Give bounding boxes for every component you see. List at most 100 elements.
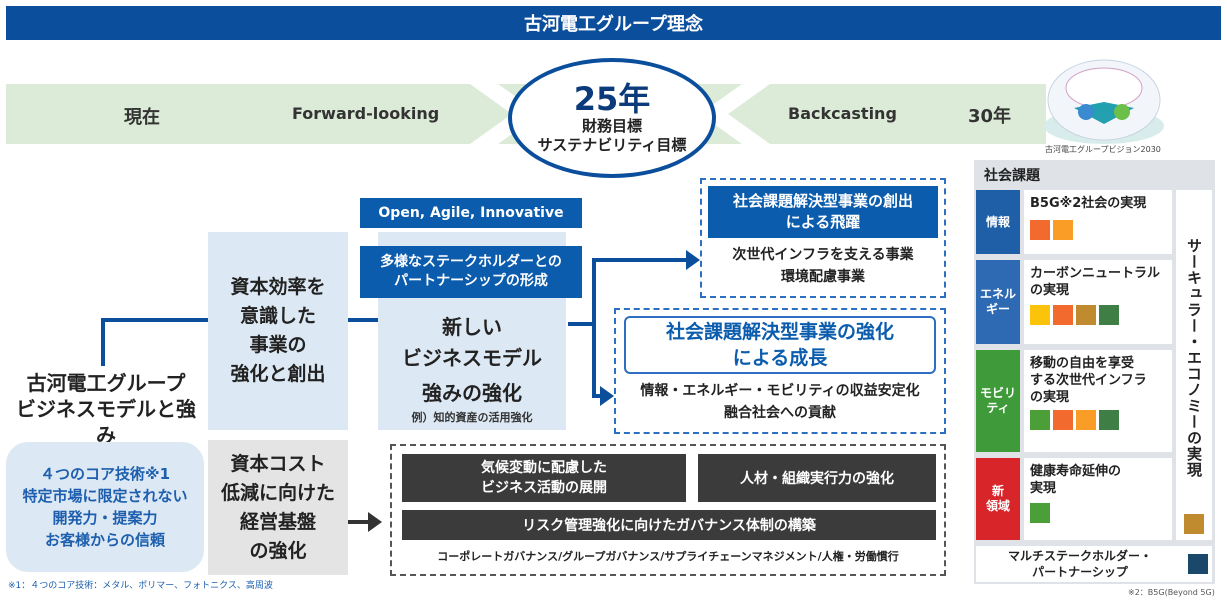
issue-carbon-text2: の実現 <box>1030 283 1070 298</box>
footnote-2: ※2：B5G(Beyond 5G) <box>1128 588 1215 597</box>
capital-cost-box: 資本コスト 低減に向けた 経営基盤 の強化 <box>208 440 348 575</box>
strength-customer-trust: お客様からの信頼 <box>44 531 165 549</box>
sdg-12-icon <box>1184 514 1204 534</box>
outcome-growth-heading: 社会課題解決型事業の強化 による成長 <box>624 316 936 374</box>
outcome1-item2: 環境配慮事業 <box>781 269 865 285</box>
vision-dot-1 <box>1078 104 1094 120</box>
strength-enhancement-label: 強みの強化 <box>422 381 522 405</box>
ip-utilization-example: 例）知的資産の活用強化 <box>411 411 533 424</box>
category-new-label1: 新 <box>991 484 1004 498</box>
outcome2-head-line2: による成長 <box>732 347 828 369</box>
col2-top-line1: 資本効率を <box>230 276 326 298</box>
category-new-domain: 新 領域 <box>976 458 1020 540</box>
col2-top-line2: 意識した <box>239 305 316 327</box>
sdg-7-icon <box>1030 305 1050 325</box>
capital-efficiency-box: 資本効率を 意識した 事業の 強化と創出 <box>208 232 348 430</box>
col2-bottom-line1: 資本コスト <box>230 452 326 475</box>
category-mobility-label1: モビリ <box>979 386 1016 400</box>
sdg-17-icon <box>1188 554 1208 574</box>
category-info: 情報 <box>976 190 1020 254</box>
multi-stakeholder-line1: マルチステークホルダー・ <box>1007 549 1152 563</box>
governance-box: リスク管理強化に向けたガバナンス体制の構築 <box>402 510 936 540</box>
sdg-9-icon <box>1053 305 1073 325</box>
core-strengths-box: ４つのコア技術※1 特定市場に限定されない 開発力・提案力 お客様からの信頼 <box>6 442 204 572</box>
left-title: 古河電工グループ ビジネスモデルと強み <box>10 370 202 448</box>
partnership-line1: 多様なステークホルダーとの <box>380 254 562 270</box>
col2-bottom-line4: の強化 <box>249 539 307 562</box>
vision-2030-graphic <box>1044 59 1164 144</box>
col2-bottom-line3: 経営基盤 <box>239 510 316 533</box>
year-25-label: 25年 <box>573 80 651 118</box>
category-mobility-label2: ティ <box>986 401 1010 415</box>
year-25-goals-circle: 25年 財務目標 サステナビリティ目標 <box>508 58 716 178</box>
philosophy-title: 古河電工グループ理念 <box>524 14 703 35</box>
financial-target-label: 財務目標 <box>581 117 642 135</box>
category-info-label: 情報 <box>985 214 1010 229</box>
connector-to-outcome2 <box>592 394 602 398</box>
category-energy-label2: ギー <box>985 302 1010 316</box>
footnote-1: ※1：４つのコア技術：メタル、ポリマー、フォトニクス、高周波 <box>8 581 273 591</box>
label-year-30: 30年 <box>968 106 1012 127</box>
sdg-13-icon <box>1099 305 1119 325</box>
new-label: 新しい <box>442 315 502 339</box>
multi-stakeholder-line2: パートナーシップ <box>1032 565 1128 579</box>
issue-carbon-text1: カーボンニュートラル <box>1030 266 1161 281</box>
strength-core-tech: ４つのコア技術※1 <box>39 465 171 483</box>
outcome2-item2: 融合社会への貢献 <box>724 405 836 421</box>
category-energy-label1: エネル <box>979 287 1016 301</box>
connector-to-outcome1 <box>592 258 690 262</box>
circular-economy-label: サーキュラー・エコノミーの実現 <box>1185 238 1203 478</box>
circular-economy-column <box>1176 190 1212 540</box>
new-business-model-text: 新しい ビジネスモデル 強みの強化 例）知的資産の活用強化 <box>378 312 566 425</box>
arrow-to-outcome1-icon <box>686 250 700 270</box>
sdg-11-icon <box>1076 410 1096 430</box>
outcome2-item1: 情報・エネルギー・モビリティの収益安定化 <box>640 383 920 399</box>
outcome-creation-heading: 社会課題解決型事業の創出 による飛躍 <box>708 186 938 238</box>
sustainability-target-label: サステナビリティ目標 <box>537 136 687 154</box>
outcome-growth-items: 情報・エネルギー・モビリティの収益安定化 融合社会への貢献 <box>616 380 944 424</box>
label-now: 現在 <box>124 107 160 128</box>
stakeholder-partnership-tag: 多様なステークホルダーとの パートナーシップの形成 <box>360 246 582 298</box>
category-energy: エネル ギー <box>976 260 1020 344</box>
issue-health-text1: 健康寿命延伸の <box>1030 464 1122 479</box>
connector-left-horizontal <box>101 318 209 322</box>
sdg-icons-info <box>1030 220 1166 240</box>
hr-organization-box: 人材・組織実行力の強化 <box>698 454 936 502</box>
col2-top-line3: 事業の <box>249 334 307 356</box>
arrow-to-foundation-icon <box>368 512 382 532</box>
sdg-9-icon <box>1030 220 1050 240</box>
climate-line2: ビジネス活動の展開 <box>481 480 607 496</box>
sdg-13-icon <box>1099 410 1119 430</box>
issue-card-b5g: B5G※2社会の実現 <box>1024 190 1172 254</box>
left-title-line1: 古河電工グループ <box>26 371 186 395</box>
sdg-icons-mobility <box>1030 410 1166 430</box>
issue-card-mobility: 移動の自由を享受 する次世代インフラ の実現 <box>1024 350 1172 452</box>
multi-stakeholder-box <box>976 546 1212 582</box>
col2-bottom-line2: 低減に向けた <box>220 481 335 504</box>
vision-dot-2 <box>1114 104 1130 120</box>
business-model-label: ビジネスモデル <box>402 346 542 370</box>
category-new-label2: 領域 <box>985 499 1010 513</box>
governance-items: コーポレートガバナンス/グループガバナンス/サプライチェーンマネジメント/人権・… <box>437 550 899 563</box>
left-title-line2: ビジネスモデルと強み <box>16 397 196 447</box>
sdg-icons-energy <box>1030 305 1166 325</box>
vision-2030-caption: 古河電工グループビジョン2030 <box>1045 145 1161 154</box>
outcome1-head-line2: による飛躍 <box>785 213 861 231</box>
connector-to-foundation <box>348 520 370 524</box>
issue-mobility-text3: の実現 <box>1030 390 1070 405</box>
sdg-3-icon <box>1030 410 1050 430</box>
strength-market: 特定市場に限定されない <box>22 487 188 505</box>
sdg-9-icon <box>1053 410 1073 430</box>
outcome-creation-items: 次世代インフラを支える事業 環境配慮事業 <box>702 244 944 288</box>
label-backcasting: Backcasting <box>788 104 897 123</box>
connector-left-vertical <box>101 318 105 366</box>
multi-stakeholder-text: マルチステークホルダー・ パートナーシップ <box>990 546 1170 582</box>
connector-col2-col3 <box>345 318 380 322</box>
outcome1-item1: 次世代インフラを支える事業 <box>732 247 914 263</box>
social-issues-title: 社会課題 <box>984 168 1040 184</box>
issue-health-text2: 実現 <box>1030 481 1057 496</box>
strength-development: 開発力・提案力 <box>52 509 158 527</box>
climate-line1: 気候変動に配慮した <box>481 460 607 476</box>
outcome2-head-line1: 社会課題解決型事業の強化 <box>665 321 894 343</box>
open-agile-innovative-tag: Open, Agile, Innovative <box>360 198 582 228</box>
